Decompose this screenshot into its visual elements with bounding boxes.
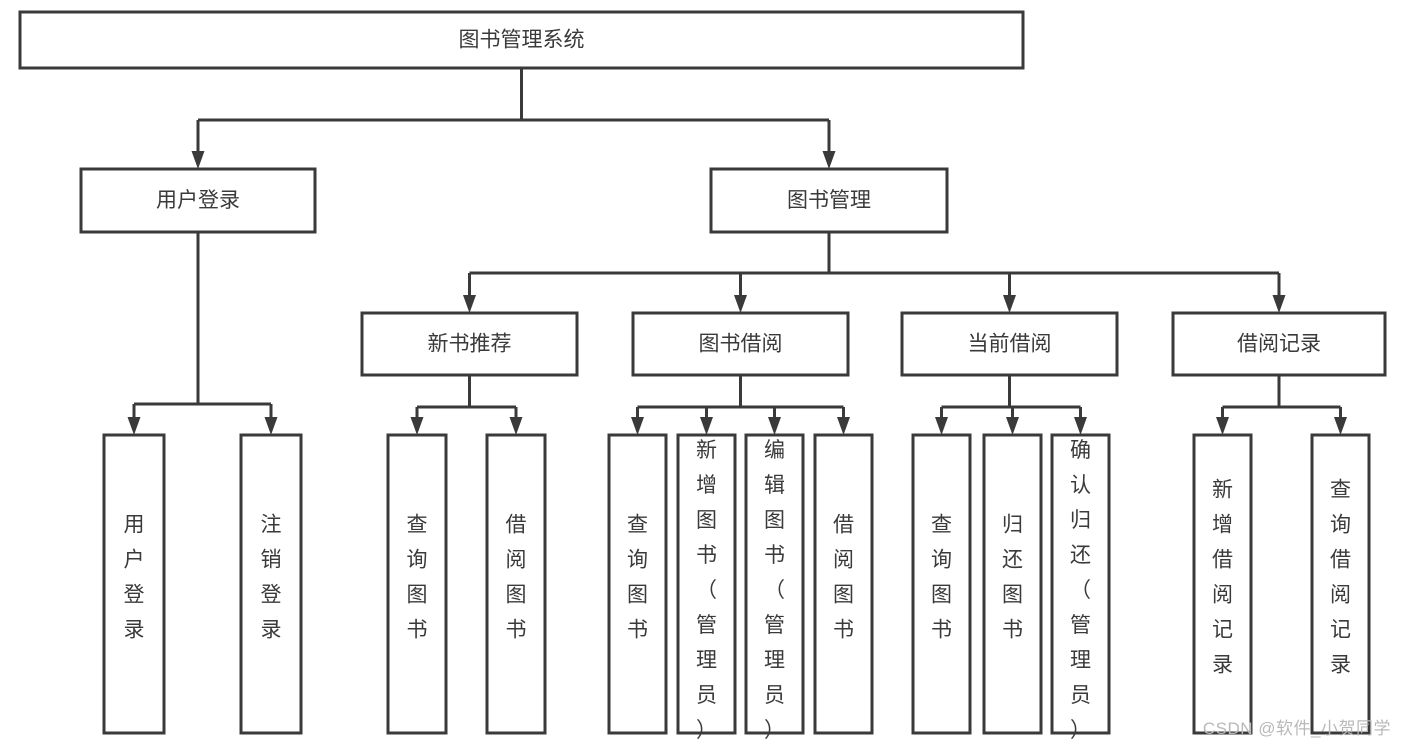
node-box-leaf-query-book-3[interactable] <box>911 433 972 735</box>
node-box-leaf-confirm-return[interactable] <box>1050 433 1111 735</box>
node-box-leaf-query-record[interactable] <box>1310 433 1371 735</box>
node-label-leaf-query-book-1: 查询图书 <box>407 514 428 642</box>
arrow-head <box>631 417 644 435</box>
node-current-borrow[interactable]: 当前借阅 <box>900 311 1119 377</box>
node-box-leaf-edit-book[interactable] <box>744 433 805 735</box>
arrow-head <box>1074 417 1087 435</box>
node-box-leaf-add-record[interactable] <box>1192 433 1253 735</box>
node-leaf-add-record[interactable]: 新增借阅记录 <box>1192 433 1253 735</box>
node-label-leaf-add-record: 新增借阅记录 <box>1212 479 1233 677</box>
arrow-head <box>822 151 836 169</box>
node-borrow-record[interactable]: 借阅记录 <box>1171 311 1387 377</box>
node-user-login[interactable]: 用户登录 <box>79 167 317 234</box>
node-label-leaf-borrow-book-1: 借阅图书 <box>506 514 527 642</box>
node-box-user-login[interactable] <box>79 167 317 234</box>
node-root[interactable]: 图书管理系统 <box>18 10 1025 70</box>
node-box-book-manage[interactable] <box>709 167 949 234</box>
node-leaf-edit-book[interactable]: 编辑图书（管理员） <box>744 433 805 742</box>
arrow-head <box>191 151 205 169</box>
node-label-book-borrow: 图书借阅 <box>699 333 783 356</box>
node-box-leaf-add-book[interactable] <box>676 433 737 735</box>
arrow-head <box>410 417 424 435</box>
node-label-leaf-add-book: 新增图书（管理员） <box>696 439 717 742</box>
node-box-leaf-user-login[interactable] <box>102 433 166 735</box>
node-label-leaf-query-record: 查询借阅记录 <box>1330 479 1351 677</box>
node-box-root[interactable] <box>18 10 1025 70</box>
arrow-head <box>127 417 141 435</box>
node-label-borrow-record: 借阅记录 <box>1237 333 1321 356</box>
arrow-head <box>463 295 476 313</box>
node-leaf-confirm-return[interactable]: 确认归还（管理员） <box>1050 433 1111 742</box>
node-box-leaf-return-book[interactable] <box>982 433 1043 735</box>
node-leaf-query-book-1[interactable]: 查询图书 <box>386 433 448 735</box>
node-label-root: 图书管理系统 <box>459 29 585 52</box>
arrow-head <box>768 417 781 435</box>
node-label-leaf-edit-book: 编辑图书（管理员） <box>764 439 785 742</box>
node-leaf-query-book-2[interactable]: 查询图书 <box>607 433 668 735</box>
node-label-leaf-query-book-2: 查询图书 <box>627 514 648 642</box>
node-layer: 图书管理系统用户登录图书管理新书推荐图书借阅当前借阅借阅记录用户登录注销登录查询… <box>18 10 1387 742</box>
node-leaf-query-book-3[interactable]: 查询图书 <box>911 433 972 735</box>
node-box-borrow-record[interactable] <box>1171 311 1387 377</box>
node-box-current-borrow[interactable] <box>900 311 1119 377</box>
node-label-leaf-query-book-3: 查询图书 <box>931 514 952 642</box>
node-leaf-add-book[interactable]: 新增图书（管理员） <box>676 433 737 742</box>
node-label-leaf-user-login: 用户登录 <box>124 514 145 642</box>
node-leaf-borrow-book-1[interactable]: 借阅图书 <box>485 433 547 735</box>
node-label-book-manage: 图书管理 <box>787 189 871 212</box>
arrow-head <box>1006 417 1019 435</box>
arrow-head <box>1334 417 1347 435</box>
node-new-book-recommend[interactable]: 新书推荐 <box>360 311 579 377</box>
node-box-book-borrow[interactable] <box>631 311 850 377</box>
arrow-head <box>1216 417 1229 435</box>
node-leaf-logout[interactable]: 注销登录 <box>239 433 303 735</box>
arrow-head <box>1003 295 1016 313</box>
node-leaf-borrow-book-2[interactable]: 借阅图书 <box>813 433 874 735</box>
node-leaf-user-login[interactable]: 用户登录 <box>102 433 166 735</box>
arrow-head <box>509 417 523 435</box>
node-book-borrow[interactable]: 图书借阅 <box>631 311 850 377</box>
node-box-leaf-query-book-2[interactable] <box>607 433 668 735</box>
arrow-head <box>700 417 713 435</box>
node-label-user-login: 用户登录 <box>156 189 240 212</box>
node-leaf-query-record[interactable]: 查询借阅记录 <box>1310 433 1371 735</box>
arrow-head <box>264 417 278 435</box>
node-book-manage[interactable]: 图书管理 <box>709 167 949 234</box>
node-label-leaf-borrow-book-2: 借阅图书 <box>833 514 854 642</box>
arrow-head <box>837 417 850 435</box>
node-label-leaf-confirm-return: 确认归还（管理员） <box>1070 439 1091 742</box>
node-label-current-borrow: 当前借阅 <box>968 333 1052 356</box>
arrow-head <box>1272 295 1286 313</box>
node-box-leaf-logout[interactable] <box>239 433 303 735</box>
arrow-head <box>935 417 948 435</box>
node-box-leaf-query-book-1[interactable] <box>386 433 448 735</box>
node-box-leaf-borrow-book-1[interactable] <box>485 433 547 735</box>
node-label-leaf-return-book: 归还图书 <box>1002 514 1023 642</box>
node-box-new-book-recommend[interactable] <box>360 311 579 377</box>
node-label-new-book-recommend: 新书推荐 <box>428 333 512 356</box>
connector-layer <box>127 68 1347 435</box>
watermark-text: CSDN @软件_小贺同学 <box>1202 719 1391 738</box>
node-leaf-return-book[interactable]: 归还图书 <box>982 433 1043 735</box>
node-label-leaf-logout: 注销登录 <box>261 514 282 642</box>
arrow-head <box>734 295 747 313</box>
node-box-leaf-borrow-book-2[interactable] <box>813 433 874 735</box>
